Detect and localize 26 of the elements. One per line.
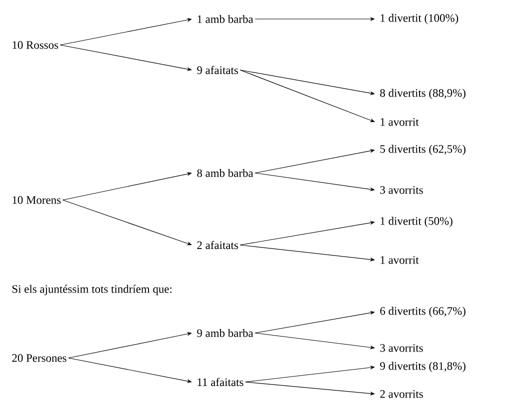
count-text: 3 avorrits (380, 186, 423, 194)
count-text: 1 divertit (50%) (380, 216, 452, 228)
count-text: 9 divertits (81,8%) (380, 362, 466, 372)
count-text: 8 amb barba (197, 168, 254, 178)
arrow (60, 18, 192, 46)
count-text: 6 divertits (66,7%) (380, 306, 466, 318)
count-text: 1 divertit (100%) (380, 14, 458, 24)
count-text: 3 avorrits (380, 344, 423, 352)
arrow (62, 172, 192, 200)
count-text: 10 Rossos (12, 41, 58, 49)
count-text: 1 amb barba (198, 14, 254, 24)
arrow (62, 200, 192, 246)
count-text: 8 divertits (88,9%) (380, 88, 466, 100)
count-text: 2 afaitats (197, 240, 238, 250)
count-text: 1 avorrit (380, 256, 419, 264)
count-text: 9 afaitats (197, 66, 238, 74)
count-text: 2 avorrits (380, 390, 423, 398)
arrow (68, 332, 192, 358)
count-text: 9 amb barba (197, 328, 254, 338)
count-text: 5 divertits (62,5%) (380, 144, 466, 156)
count-text: 11 afaitats (198, 378, 244, 386)
count-text: 20 Persones (12, 354, 66, 362)
count-text: 10 Morens (12, 196, 61, 204)
arrow (240, 70, 375, 122)
count-text: 1 avorrit (380, 118, 419, 126)
sentence-text: Si els ajuntéssim tots tindríem que: (12, 284, 172, 296)
